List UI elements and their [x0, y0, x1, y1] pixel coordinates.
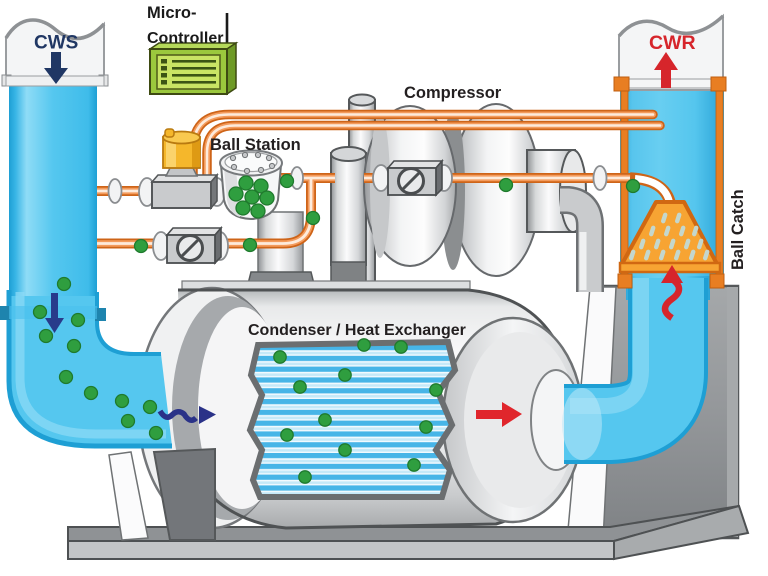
svg-text:Condenser / Heat Exchanger: Condenser / Heat Exchanger [248, 322, 466, 339]
svg-text:Micro-: Micro- [147, 4, 197, 22]
svg-text:Compressor: Compressor [404, 84, 502, 102]
svg-text:CWR: CWR [649, 32, 696, 54]
svg-text:Controller: Controller [147, 30, 223, 47]
svg-text:CWS: CWS [34, 33, 78, 54]
svg-text:Ball Catch: Ball Catch [729, 189, 747, 270]
svg-text:Ball Station: Ball Station [210, 136, 301, 154]
